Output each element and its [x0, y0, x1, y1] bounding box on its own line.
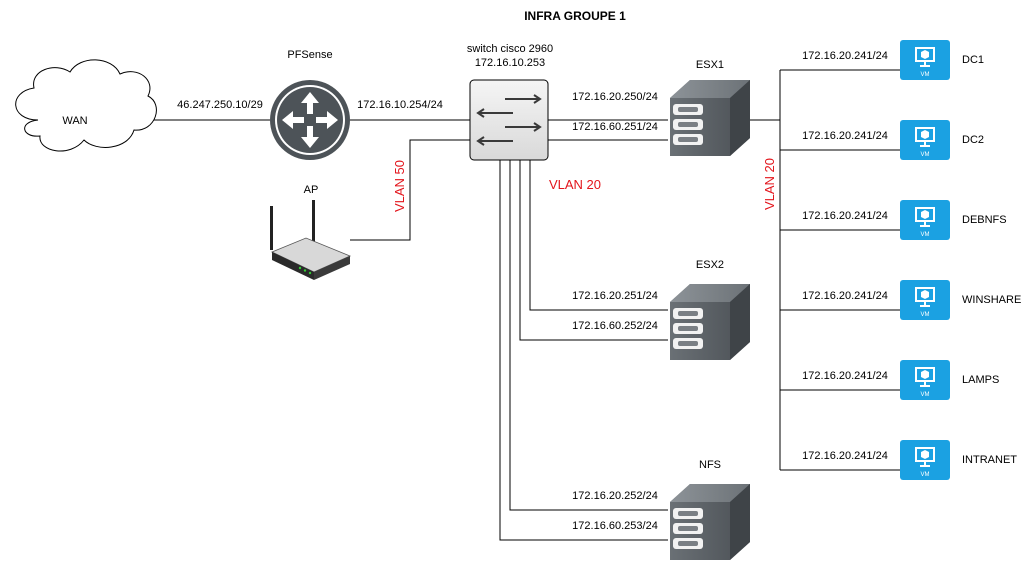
vlan20-right-label: VLAN 20 — [762, 158, 777, 210]
vm-item: 172.16.20.241/24 VM DC1 — [802, 39, 984, 81]
vm-item: 172.16.20.241/24 VM DC2 — [802, 119, 984, 161]
vm-badge: VM — [921, 72, 930, 78]
vm-badge: VM — [921, 232, 930, 238]
nfs-ip1-label: 172.16.20.252/24 — [572, 490, 658, 502]
vm-item: 172.16.20.241/24 VM INTRANET — [802, 439, 1017, 481]
cloud-icon — [15, 59, 157, 152]
vm-ip-label: 172.16.20.241/24 — [802, 210, 888, 222]
switch-esx2-link-2 — [519, 160, 668, 341]
vlan50-label: VLAN 50 — [392, 160, 407, 212]
vm-item: 172.16.20.241/24 VM WINSHARE — [802, 279, 1021, 321]
connections — [150, 69, 900, 541]
switch-label: switch cisco 2960 — [467, 43, 553, 55]
switch-nfs-link-1 — [509, 160, 668, 511]
vm-ip-label: 172.16.20.241/24 — [802, 290, 888, 302]
access-point: AP — [270, 184, 352, 280]
esx2-label: ESX2 — [696, 259, 724, 271]
vm-name: DC2 — [962, 134, 984, 146]
esx1-server: ESX1 — [670, 59, 750, 156]
vm-badge: VM — [921, 152, 930, 158]
wan-label: WAN — [62, 115, 87, 127]
vm-name: WINSHARE — [962, 294, 1021, 306]
nfs-ip2-label: 172.16.60.253/24 — [572, 520, 658, 532]
vm-name: DEBNFS — [962, 214, 1007, 226]
router-icon — [270, 80, 350, 160]
esx1-ip1-label: 172.16.20.250/24 — [572, 91, 658, 103]
wan-cloud: WAN — [15, 59, 157, 152]
vm-badge: VM — [921, 472, 930, 478]
vm-item: 172.16.20.241/24 VM LAMPS — [802, 359, 999, 401]
switch-ip-label: 172.16.10.253 — [475, 57, 545, 69]
pfsense-router: PFSense — [270, 49, 350, 160]
pfsense-ip-label: 172.16.10.254/24 — [357, 99, 443, 111]
ap-label: AP — [304, 184, 319, 196]
vm-ip-label: 172.16.20.241/24 — [802, 50, 888, 62]
vm-ip-label: 172.16.20.241/24 — [802, 370, 888, 382]
server-icon — [670, 80, 750, 156]
switch-icon — [469, 79, 549, 161]
switch: switch cisco 2960 172.16.10.253 — [467, 43, 553, 161]
vm-name: INTRANET — [962, 454, 1017, 466]
wan-ip-label: 46.247.250.10/29 — [177, 99, 263, 111]
esx1-label: ESX1 — [696, 59, 724, 71]
nfs-server: NFS — [670, 459, 750, 560]
vlan20-left-label: VLAN 20 — [549, 177, 601, 192]
vm-list: 172.16.20.241/24 VM DC1 172.16.20.241/24… — [802, 39, 1021, 481]
server-icon — [670, 484, 750, 560]
switch-nfs-link-2 — [499, 160, 668, 541]
esx1-ip2-label: 172.16.60.251/24 — [572, 121, 658, 133]
esx2-server: ESX2 — [670, 259, 750, 360]
server-icon — [670, 284, 750, 360]
vm-badge: VM — [921, 312, 930, 318]
vm-name: LAMPS — [962, 374, 999, 386]
nfs-label: NFS — [699, 459, 721, 471]
vm-ip-label: 172.16.20.241/24 — [802, 130, 888, 142]
vm-name: DC1 — [962, 54, 984, 66]
switch-esx2-link-1 — [529, 160, 668, 311]
pfsense-label: PFSense — [287, 49, 332, 61]
esx2-ip2-label: 172.16.60.252/24 — [572, 320, 658, 332]
vm-badge: VM — [921, 392, 930, 398]
vm-item: 172.16.20.241/24 VM DEBNFS — [802, 199, 1007, 241]
diagram-title: INFRA GROUPE 1 — [524, 9, 626, 23]
ap-switch-link — [350, 139, 470, 241]
vm-ip-label: 172.16.20.241/24 — [802, 450, 888, 462]
esx2-ip1-label: 172.16.20.251/24 — [572, 290, 658, 302]
wireless-router-icon — [270, 200, 352, 280]
